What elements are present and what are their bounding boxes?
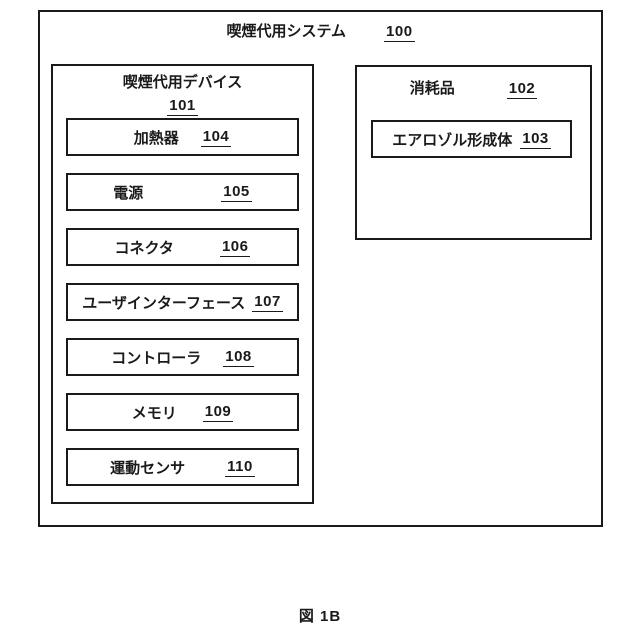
box-motion-sensor: 運動センサ 110 — [66, 448, 299, 486]
heater-label: 加熱器 — [133, 129, 179, 147]
device-title-label: 喫煙代用デバイス — [122, 74, 243, 91]
figure-caption: 図 1B — [298, 608, 342, 625]
system-title-label: 喫煙代用システム — [226, 23, 347, 40]
power-source-label: 電源 — [113, 184, 144, 202]
controller-label: コントローラ — [111, 349, 202, 367]
box-connector: コネクタ 106 — [66, 228, 299, 266]
heater-ref-number: 104 — [200, 127, 232, 147]
box-controller: コントローラ 108 — [66, 338, 299, 376]
box-heater: 加熱器 104 — [66, 118, 299, 156]
smoking-substitute-system-box: 喫煙代用システム 100 喫煙代用デバイス 101 加熱器 104 電源 105… — [38, 10, 603, 527]
motion-sensor-ref-number: 110 — [225, 457, 255, 477]
controller-ref-number: 108 — [223, 347, 254, 367]
connector-ref-number: 106 — [219, 237, 251, 257]
aerosol-forming-body-label: エアロゾル形成体 — [392, 131, 513, 149]
memory-label: メモリ — [131, 404, 177, 422]
system-title: 喫煙代用システム 100 — [40, 20, 601, 42]
power-source-ref-number: 105 — [221, 182, 252, 202]
device-title: 喫煙代用デバイス 101 — [53, 72, 312, 116]
connector-label: コネクタ — [114, 239, 174, 257]
device-component-list: 加熱器 104 電源 105 コネクタ 106 ユーザインターフェース 107 … — [53, 118, 312, 486]
consumable-box: 消耗品 102 エアロゾル形成体 103 — [355, 65, 592, 240]
memory-ref-number: 109 — [202, 402, 234, 422]
motion-sensor-label: 運動センサ — [110, 459, 186, 477]
user-interface-label: ユーザインターフェース — [82, 294, 246, 312]
aerosol-forming-body-ref-number: 103 — [520, 129, 551, 149]
smoking-substitute-device-box: 喫煙代用デバイス 101 加熱器 104 電源 105 コネクタ 106 ユーザ… — [51, 64, 314, 504]
user-interface-ref-number: 107 — [252, 292, 283, 312]
device-ref-row: 101 — [53, 95, 312, 116]
device-ref-number: 101 — [167, 97, 198, 116]
system-ref-number: 100 — [384, 23, 415, 42]
consumable-ref-number: 102 — [506, 80, 538, 99]
box-user-interface: ユーザインターフェース 107 — [66, 283, 299, 321]
box-power-source: 電源 105 — [66, 173, 299, 211]
consumable-title-label: 消耗品 — [409, 80, 455, 97]
box-aerosol-forming-body: エアロゾル形成体 103 — [371, 120, 572, 158]
consumable-title: 消耗品 102 — [357, 77, 590, 99]
box-memory: メモリ 109 — [66, 393, 299, 431]
